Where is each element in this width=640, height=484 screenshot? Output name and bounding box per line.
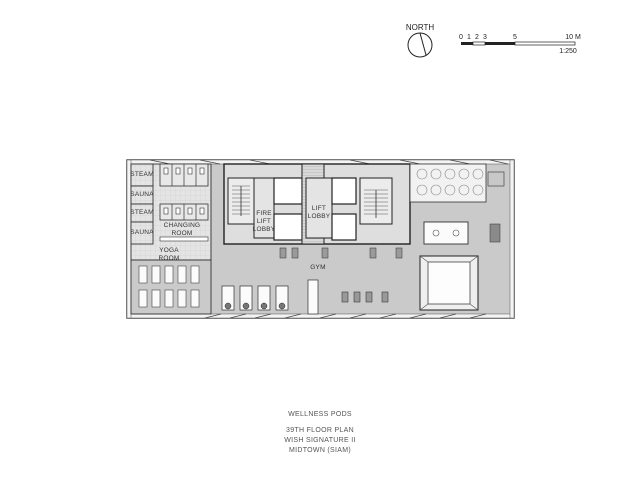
scale-tick-10m: 10 M <box>565 34 581 41</box>
label-lift-1: LIFT <box>312 205 326 212</box>
north-label: NORTH <box>406 23 435 32</box>
label-fire-3: LOBBY <box>253 226 276 233</box>
caption-line-3: MIDTOWN (SIAM) <box>288 447 351 454</box>
scale-ratio: 1:250 <box>559 48 577 55</box>
caption-title: WELLNESS PODS <box>288 411 352 418</box>
scale-tick-3: 3 <box>483 34 487 41</box>
scale-tick-5: 5 <box>513 34 517 41</box>
room-labels: STEAM SAUNA STEAM SAUNA CHANGING ROOM YO… <box>130 171 331 271</box>
north-arrow: NORTH <box>406 23 435 58</box>
feature-ceiling-area <box>409 163 505 203</box>
scale-tick-2: 2 <box>475 34 479 41</box>
label-changing-1: CHANGING <box>164 222 201 229</box>
scale-tick-1: 1 <box>467 34 471 41</box>
label-yoga-1: YOGA <box>159 247 179 254</box>
label-sauna-top: SAUNA <box>130 191 154 198</box>
square-feature <box>419 255 479 311</box>
label-steam-top: STEAM <box>130 171 153 178</box>
spa-block <box>130 163 212 261</box>
drawing-caption: WELLNESS PODS 39TH FLOOR PLAN WISH SIGNA… <box>240 410 400 456</box>
service-core <box>223 163 411 259</box>
label-changing-2: ROOM <box>171 230 192 237</box>
scale-tick-0: 0 <box>459 34 463 41</box>
label-steam-bottom: STEAM <box>130 209 153 216</box>
scale-bar: 0 1 2 3 5 10 M 1:250 <box>459 34 581 55</box>
reception-counter <box>423 221 501 245</box>
label-lift-2: LOBBY <box>308 213 331 220</box>
label-sauna-bottom: SAUNA <box>130 229 154 236</box>
label-gym: GYM <box>310 264 325 271</box>
caption-line-2: WISH SIGNATURE II <box>284 437 356 444</box>
caption-line-1: 39TH FLOOR PLAN <box>286 427 354 434</box>
label-yoga-2: ROOM <box>158 255 179 262</box>
gym-equipment <box>221 279 389 315</box>
yoga-room <box>130 259 212 315</box>
label-fire-1: FIRE <box>256 210 272 217</box>
label-fire-2: LIFT <box>257 218 271 225</box>
